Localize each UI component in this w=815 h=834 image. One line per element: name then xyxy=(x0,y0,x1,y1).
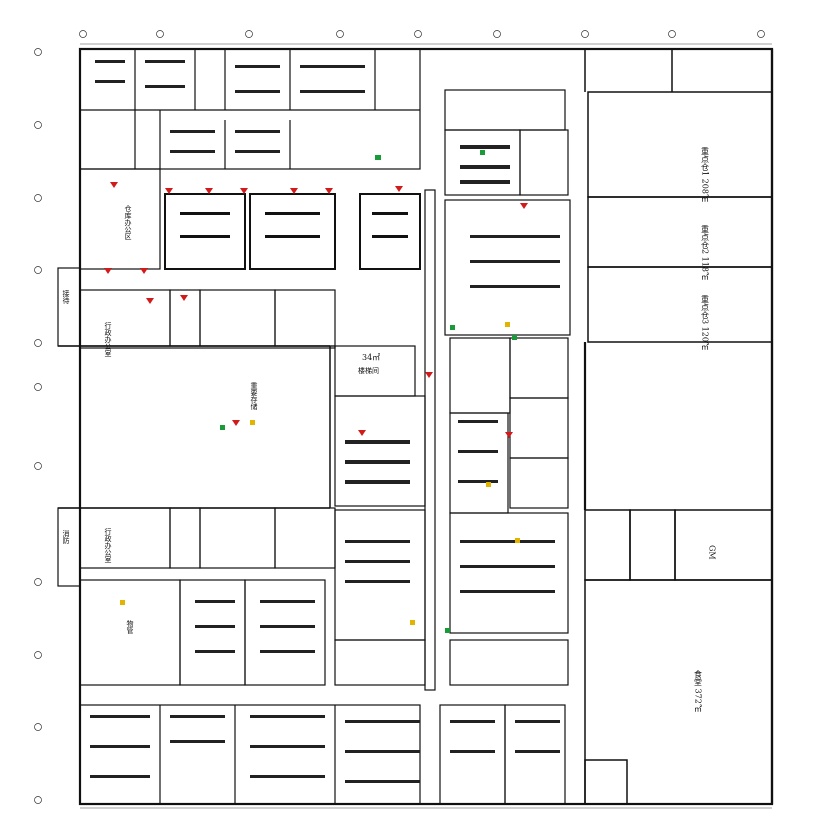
property-mgmt-label: 物管 xyxy=(126,619,134,635)
important-storage-label: 重要存储 xyxy=(250,382,258,411)
meeting-rooms-row xyxy=(164,193,421,270)
desk-clusters xyxy=(90,60,560,783)
gm-label: GM xyxy=(708,545,717,560)
reception-label-top: 接待 xyxy=(62,289,70,305)
canteen-label: 食堂 372㎡ xyxy=(694,669,703,712)
meeting-room-seats xyxy=(180,212,408,238)
top-grid-markers xyxy=(79,30,765,38)
dimension-line-top xyxy=(80,43,772,809)
stair-label: 楼梯间 xyxy=(358,366,379,375)
key-room-1-label: 重点仓1 208㎡ xyxy=(701,146,710,202)
left-rooms xyxy=(57,168,336,349)
admin-office-top-label: 行政办公室 xyxy=(104,321,112,357)
right-middle-rooms xyxy=(439,89,571,805)
red-arrows xyxy=(104,182,528,438)
right-outer-wall xyxy=(583,49,774,804)
central-open-area xyxy=(58,345,331,509)
key-room-2-label: 重点仓2 118㎡ xyxy=(701,224,710,280)
left-grid-markers xyxy=(34,48,42,804)
key-room-3-label: 重点仓3 120㎡ xyxy=(701,294,710,350)
green-markers xyxy=(220,150,517,633)
right-wing xyxy=(584,49,773,805)
outer-walls xyxy=(78,47,774,806)
area-34-label: 34㎡ xyxy=(362,353,380,362)
yellow-markers xyxy=(120,322,520,625)
fire-label: 消防 xyxy=(62,529,70,545)
warehouse-office-label: 仓库办公区 xyxy=(124,204,132,240)
middle-column xyxy=(334,189,436,691)
lower-left-rooms xyxy=(57,507,421,805)
admin-office-bottom-label: 行政办公室 xyxy=(104,527,112,563)
upper-left-block xyxy=(79,48,421,170)
